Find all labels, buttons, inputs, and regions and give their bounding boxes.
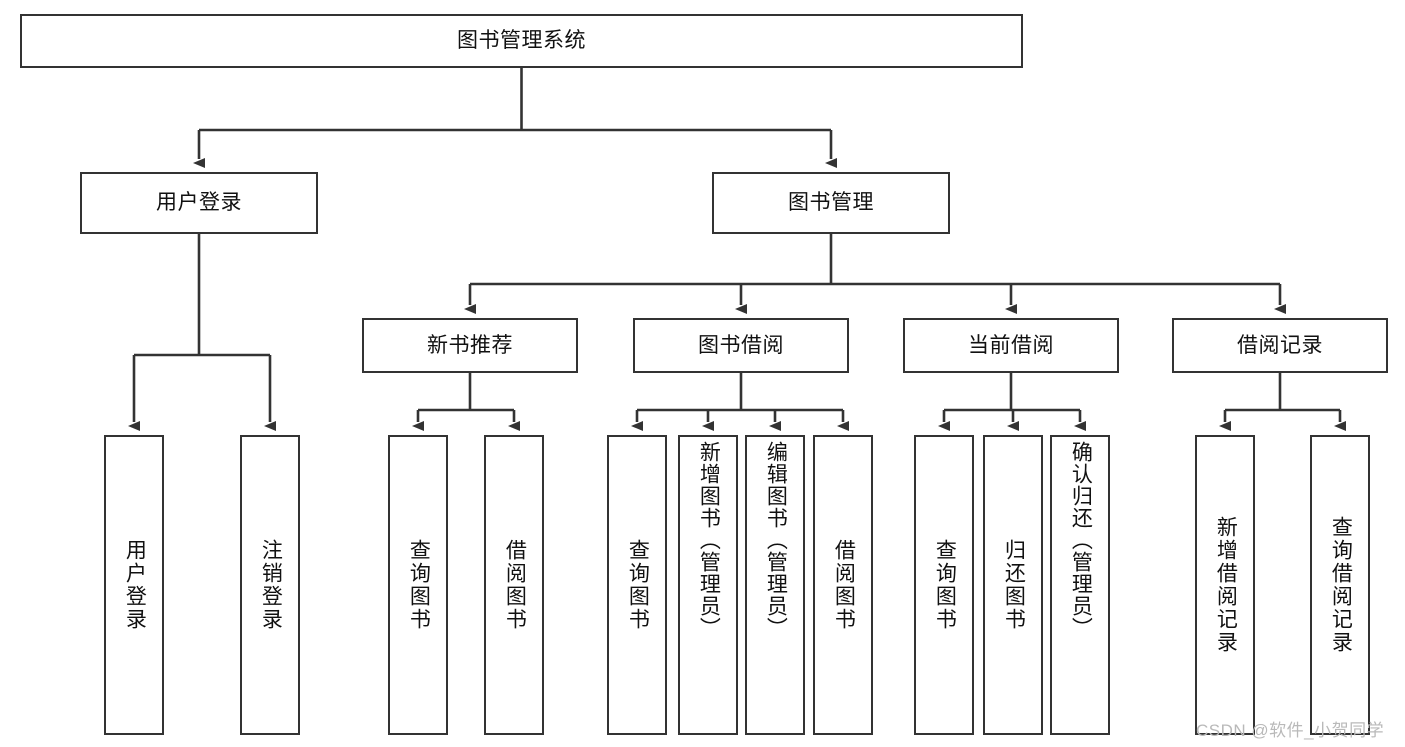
node-label: 图书管理系统 (457, 29, 586, 53)
node-leaf-query-book-3[interactable]: 查询图书 (914, 435, 974, 735)
node-book-borrow[interactable]: 图书借阅 (633, 318, 849, 373)
node-new-book-rec[interactable]: 新书推荐 (362, 318, 578, 373)
node-root[interactable]: 图书管理系统 (20, 14, 1023, 68)
node-leaf-query-record[interactable]: 查询借阅记录 (1310, 435, 1370, 735)
node-label: 借阅记录 (1237, 333, 1323, 357)
node-label: 编辑图书（管理员） (764, 441, 788, 639)
node-label: 新书推荐 (427, 333, 513, 357)
node-label: 借阅图书 (503, 539, 527, 631)
node-label: 用户登录 (156, 191, 242, 215)
node-user-login[interactable]: 用户登录 (80, 172, 318, 234)
node-label: 当前借阅 (968, 333, 1054, 357)
node-leaf-query-book-2[interactable]: 查询图书 (607, 435, 667, 735)
node-label: 用户登录 (123, 539, 147, 631)
node-leaf-add-book[interactable]: 新增图书（管理员） (678, 435, 738, 735)
node-label: 查询图书 (933, 539, 957, 631)
node-leaf-logout[interactable]: 注销登录 (240, 435, 300, 735)
node-label: 图书借阅 (698, 333, 784, 357)
node-book-manage[interactable]: 图书管理 (712, 172, 950, 234)
node-current-borrow[interactable]: 当前借阅 (903, 318, 1119, 373)
node-label: 新增借阅记录 (1214, 516, 1238, 654)
node-label: 借阅图书 (832, 539, 856, 631)
node-borrow-record[interactable]: 借阅记录 (1172, 318, 1388, 373)
node-leaf-edit-book[interactable]: 编辑图书（管理员） (745, 435, 805, 735)
watermark-label: CSDN @软件_小贺同学 (1196, 721, 1385, 740)
node-leaf-user-login[interactable]: 用户登录 (104, 435, 164, 735)
node-leaf-borrow-book-1[interactable]: 借阅图书 (484, 435, 544, 735)
node-label: 查询借阅记录 (1329, 516, 1353, 654)
node-leaf-return-book[interactable]: 归还图书 (983, 435, 1043, 735)
node-label: 新增图书（管理员） (697, 441, 721, 639)
node-leaf-add-record[interactable]: 新增借阅记录 (1195, 435, 1255, 735)
node-label: 查询图书 (407, 539, 431, 631)
node-label: 归还图书 (1002, 539, 1026, 631)
node-label: 查询图书 (626, 539, 650, 631)
node-leaf-query-book-1[interactable]: 查询图书 (388, 435, 448, 735)
node-label: 图书管理 (788, 191, 874, 215)
node-leaf-confirm-return[interactable]: 确认归还（管理员） (1050, 435, 1110, 735)
node-label: 注销登录 (259, 539, 283, 631)
node-leaf-borrow-book-2[interactable]: 借阅图书 (813, 435, 873, 735)
node-label: 确认归还（管理员） (1069, 441, 1093, 639)
